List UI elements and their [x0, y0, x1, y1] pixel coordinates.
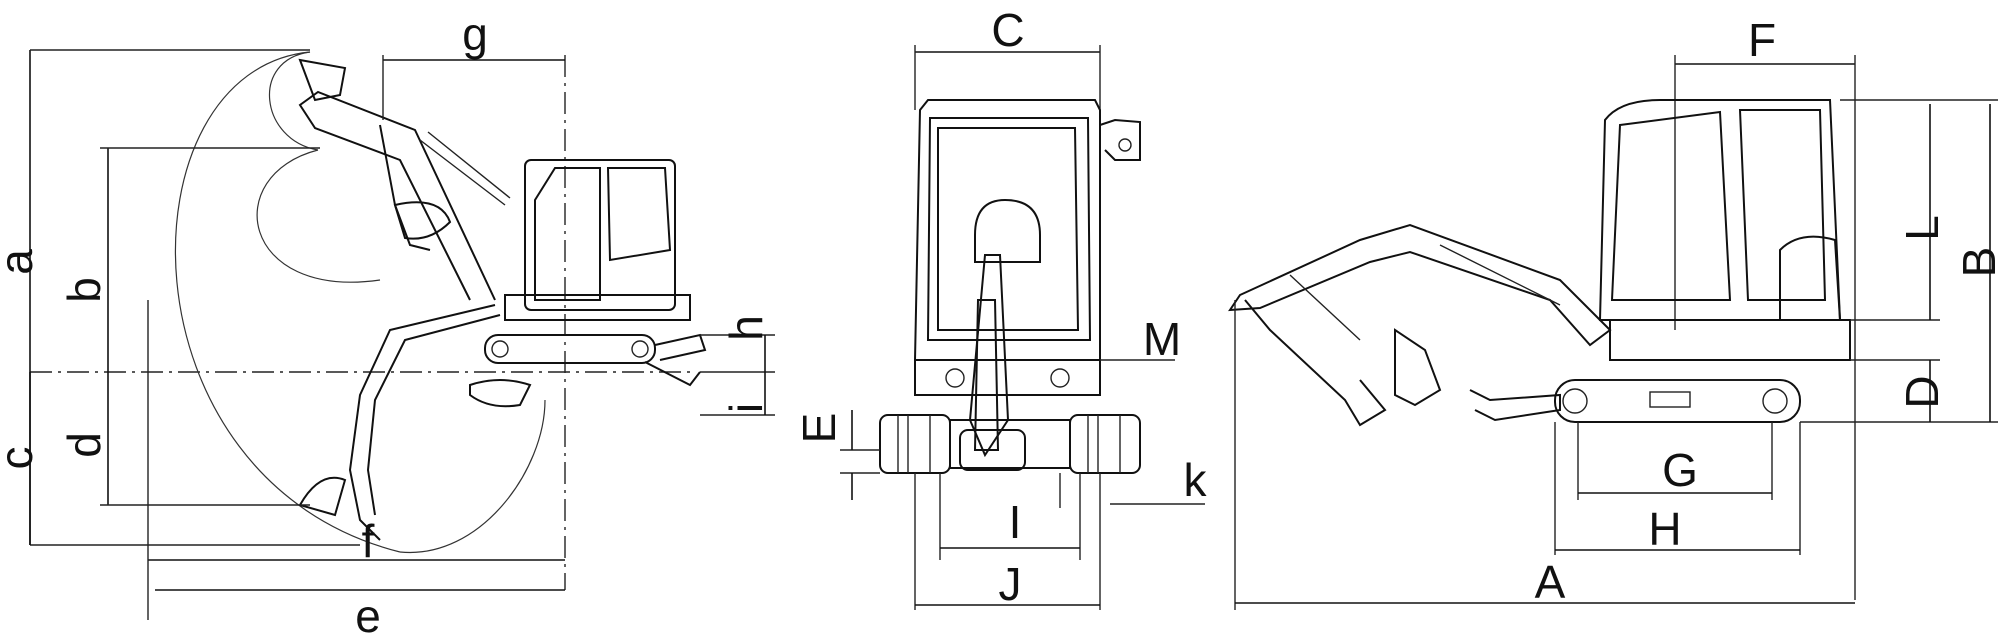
label-h: h: [720, 315, 772, 341]
bucket-ground: [469, 379, 532, 408]
boom-cylinder: [419, 139, 506, 206]
left-track: [879, 414, 951, 474]
label-J: J: [999, 558, 1022, 610]
label-D: D: [1896, 375, 1948, 408]
inner-arc-upper: [256, 149, 381, 283]
front-bucket: [959, 429, 1026, 471]
label-b: b: [58, 277, 110, 303]
boom-lowered: [348, 304, 496, 541]
mirror: [1099, 118, 1141, 161]
label-L: L: [1896, 215, 1948, 241]
label-g: g: [462, 8, 488, 60]
max-reach-arc: [174, 51, 401, 553]
label-F: F: [1748, 14, 1776, 66]
boom-raised: [298, 90, 496, 301]
upper-structure: [504, 294, 691, 321]
label-k: k: [1184, 454, 1208, 506]
right-track: [1069, 414, 1141, 474]
side-blade: [1469, 389, 1561, 422]
side-view: F L B D G: [1228, 14, 2000, 610]
label-A: A: [1535, 556, 1566, 608]
inner-arc-top: [268, 51, 319, 151]
bucket-raised: [393, 201, 452, 240]
label-G: G: [1662, 444, 1698, 496]
label-E: E: [793, 413, 845, 444]
label-f: f: [362, 515, 375, 567]
front-view: C M E: [793, 4, 1208, 610]
label-c: c: [0, 447, 42, 470]
front-boom: [968, 254, 1010, 458]
bucket-lowered: [298, 476, 347, 517]
dig-arc-lower: [399, 399, 546, 554]
arm-raised: [379, 124, 431, 251]
side-boom: [1228, 223, 1612, 347]
side-arm: [1244, 299, 1387, 427]
bucket-top: [298, 58, 347, 102]
label-I: I: [1009, 496, 1022, 548]
side-upper-structure: [1609, 319, 1851, 361]
label-M: M: [1143, 313, 1181, 365]
side-cab: [1598, 99, 1842, 321]
label-H: H: [1648, 503, 1681, 555]
cab: [524, 159, 676, 311]
label-e: e: [355, 590, 381, 640]
seat: [974, 198, 1041, 263]
label-i: i: [720, 403, 772, 413]
track: [484, 334, 656, 364]
label-d: d: [58, 432, 110, 458]
label-B: B: [1953, 247, 2000, 278]
blade: [654, 333, 707, 361]
working-range-view: a b c d g f e h i: [0, 8, 775, 640]
front-cab: [913, 99, 1101, 361]
side-bucket: [1394, 328, 1442, 407]
label-a: a: [0, 249, 42, 275]
label-C: C: [991, 4, 1024, 56]
